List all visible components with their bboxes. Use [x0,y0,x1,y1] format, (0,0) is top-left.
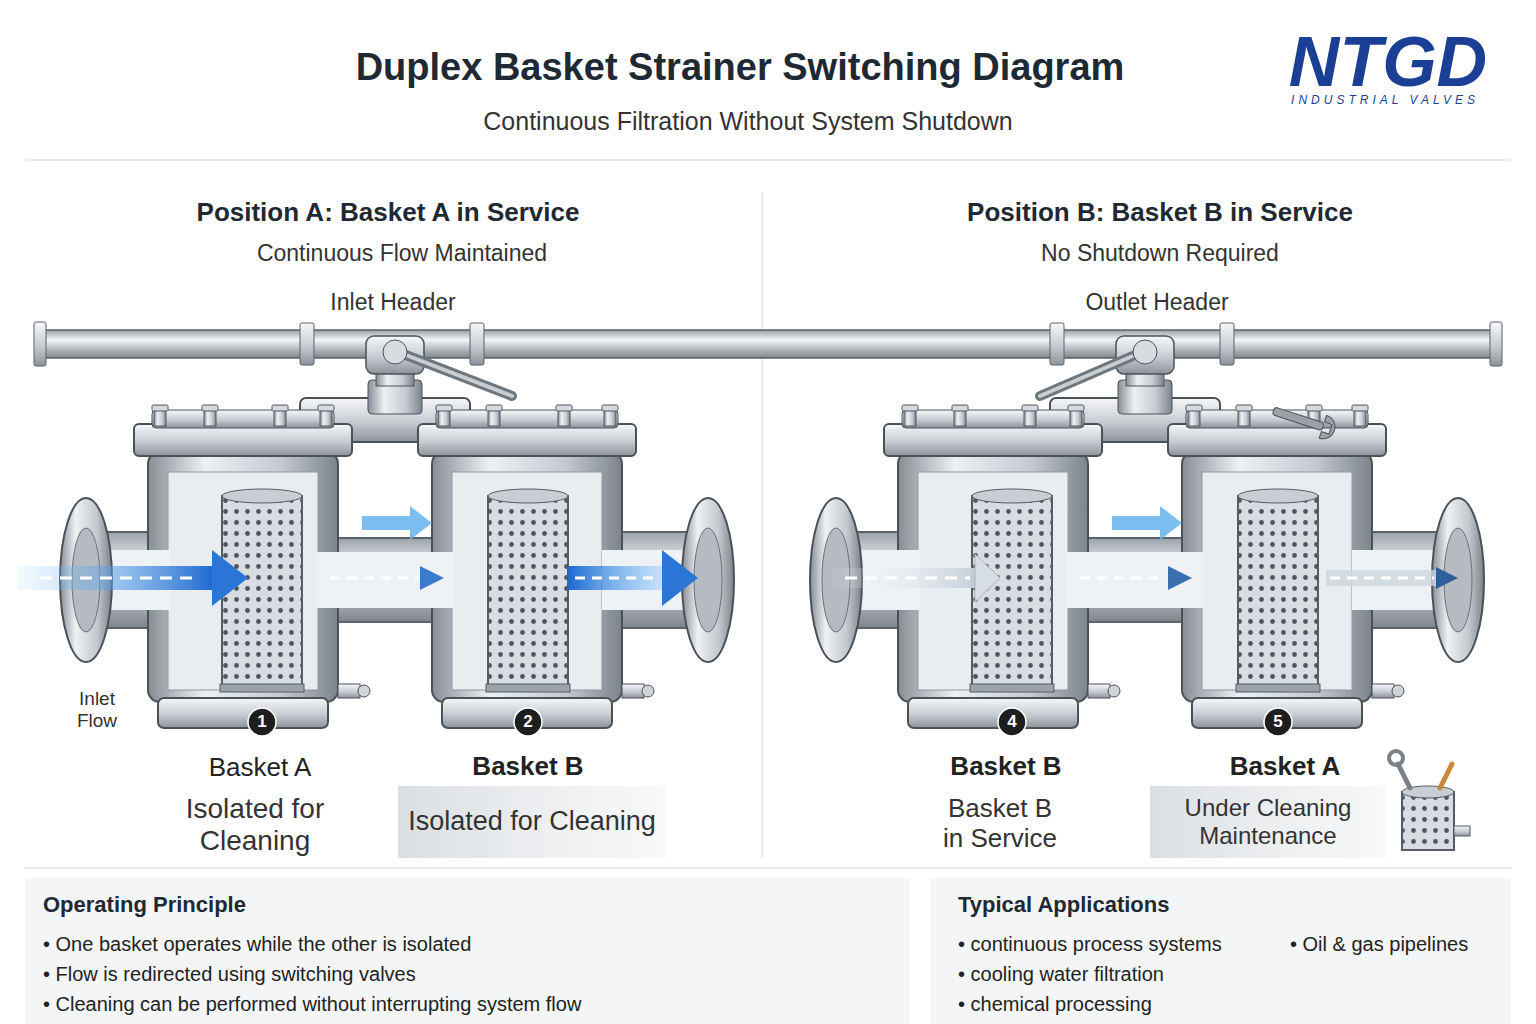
basket-label: Basket B [950,752,1061,782]
bullet-item: • Oil & gas pipelines [1290,933,1468,956]
basket-screen [1402,792,1454,850]
strainer-position-b [810,380,1484,736]
valve-hub [383,340,407,364]
flow-arrow [1080,577,1166,580]
box-text: Isolated for Cleaning [408,806,656,837]
bullet-item: • continuous process systems [958,933,1222,956]
strainer-position-a [60,380,734,736]
flow-arrow [1326,570,1438,586]
callout-number: 1 [257,712,266,732]
switching-valve [366,336,512,396]
bullet-item: • cooling water filtration [958,963,1164,986]
bullet-item: • Flow is redirected using switching val… [43,963,416,986]
panel-subheading: No Shutdown Required [1041,240,1279,266]
divider-line [25,159,1511,161]
valve-handle [1040,352,1142,396]
wrench-shaft [1272,407,1324,431]
flow-arrow-head [420,566,444,590]
status-label: Basket B in Service [938,794,1062,854]
panel-heading: Position A: Basket A in Service [197,198,580,228]
info-panel: Operating Principle • One basket operates… [25,878,910,1024]
logo-subtitle: INDUSTRIAL VALVES [1291,94,1479,108]
status-label: Isolated for Cleaning [165,793,345,857]
wrench-jaw [1319,415,1338,442]
box-text: Under Cleaning Maintenance [1156,794,1380,849]
basket-label: Basket A [209,753,312,783]
pipe-coupling [470,323,484,365]
flow-arrow [575,577,655,580]
valve-hub [1133,340,1157,364]
wrench-shaft [1398,764,1410,788]
wrench-jaw [1389,751,1403,765]
panel-subheading: Continuous Flow Maintained [257,240,547,266]
bullet-item: • chemical processing [958,993,1152,1016]
status-box: Under Cleaning Maintenance [1150,786,1386,858]
flow-arrow-head [662,550,698,606]
pipe-end-flange [34,322,46,366]
flow-arrow [1112,506,1182,540]
cleaning-brush [1440,764,1452,788]
flow-arrows-position-b [830,506,1458,602]
pipe-coupling [1220,323,1234,365]
panel-heading: Typical Applications [958,892,1169,917]
divider-line [25,867,1511,869]
diagram-title: Duplex Basket Strainer Switching Diagram [356,46,1125,90]
callout-number: 5 [1273,712,1282,732]
flow-arrows-position-a [18,506,698,606]
wrench-icon [1270,399,1338,442]
flow-arrow [362,506,432,540]
logo-mark: NTGD [1289,22,1487,103]
flow-arrow [568,566,664,590]
pipe-coupling [300,323,314,365]
basket-spout [1454,826,1470,836]
header-pipe [40,330,1496,358]
header-label: Inlet Header [330,289,455,315]
panel-heading: Operating Principle [43,892,246,917]
callout-number: 4 [1007,712,1016,732]
info-panel: Typical Applications • continuous process… [930,878,1511,1024]
header-pipe [34,322,1502,366]
valve-handle [398,352,512,396]
pipe-coupling [1050,323,1064,365]
bullet-item: • One basket operates while the other is… [43,933,471,956]
flow-arrow [330,577,420,580]
panel-heading: Position B: Basket B in Service [967,198,1353,228]
cleaning-icon [1389,751,1470,850]
divider-line [761,192,763,858]
switching-valve [1040,336,1174,396]
flow-arrow-head [1436,567,1458,589]
callout-number: 2 [523,712,532,732]
valve-handle [398,352,512,396]
bullet-item: • Cleaning can be performed without inte… [43,993,581,1016]
pipe-end-flange [1490,322,1502,366]
flow-arrow [1330,577,1434,580]
header-label: Outlet Header [1085,289,1228,315]
flow-label: Inlet Flow [67,688,127,732]
flow-arrow [40,577,200,580]
flow-arrow [830,568,980,588]
status-box: Isolated for Cleaning [398,786,666,858]
diagram-caption: Continuous Filtration Without System Shu… [483,107,1012,136]
basket-label: Basket B [472,752,583,782]
flow-arrow [845,577,970,580]
basket-label: Basket A [1230,752,1340,782]
flow-arrow-head [1168,566,1192,590]
valve-handle [1040,352,1142,396]
flow-arrow-head [975,554,1000,602]
flow-arrow-head [212,550,248,606]
flow-arrow [18,566,214,590]
